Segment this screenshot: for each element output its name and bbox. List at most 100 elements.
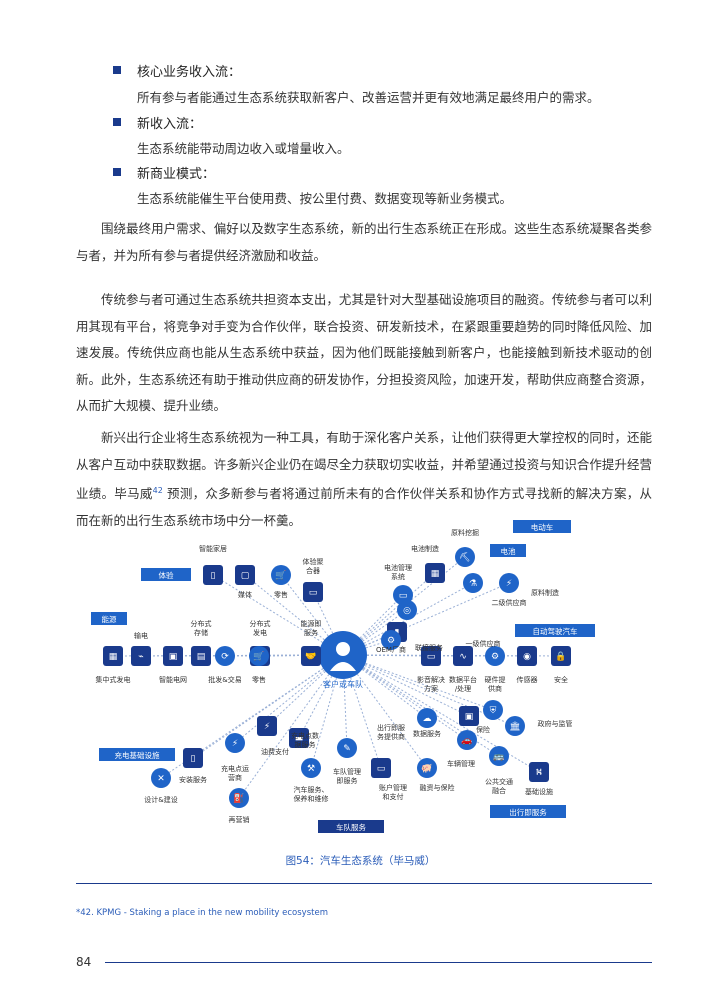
smart-grid-icon [163,646,183,666]
raw-mfg-glyph: ⚗ [469,579,477,589]
para-text: 预测，众多新参与者将通过前所未有的合作伙伴关系和协作方式寻找新的解决方案，从而在… [76,486,652,528]
exp-aggregator-label: 体验聚合器 [303,557,324,575]
battery-mfg-glyph: ▦ [431,569,440,579]
sensors-label: 传感器 [517,675,538,684]
fleet-mgmt-glyph: ✎ [343,744,351,754]
group-tag-energy [91,612,127,625]
maas-provider-icon [417,708,437,728]
central-gen-label: 集中式发电 [96,675,131,684]
exp-aggregator-glyph: ▭ [309,588,318,598]
design-build-label: 设计&建设 [144,795,177,804]
transit-icon [489,746,509,766]
tier2-icon [499,573,519,593]
figure-caption: 图54：汽车生态系统（毕马威） [285,855,436,867]
raw-mfg-icon [463,573,483,593]
car-service-icon [301,758,321,778]
design-build-glyph: ✕ [157,774,165,784]
finance-glyph: 🐖 [421,763,432,774]
retail-energy-icon [249,646,269,666]
raw-mining-glyph: ⛏ [459,552,470,563]
group-tag-charging [99,748,175,761]
page-number: 84 [76,955,92,969]
person-icon [330,662,356,671]
car-service-label: 汽车服务、保养和维修 [294,785,329,803]
sensors-glyph: ◉ [523,652,531,662]
audio-label: 影音解决方案 [417,675,445,693]
charging-data-glyph: ⚡ [264,722,270,732]
central-gen-icon [103,646,123,666]
energy-service-icon [301,646,321,666]
gov-icon [505,716,525,736]
data-service-glyph: ▣ [465,712,474,722]
fleet-mgmt-icon [337,738,357,758]
security-label: 安全 [554,675,568,684]
charge-op-icon [225,733,245,753]
bullet-title: 新收入流： [137,117,203,132]
insurance-glyph: ⛨ [490,706,497,716]
ecosystem-diagram: ▭▦⛏⚗⚡◎▮⚙▯▢🛒▭▤▥🤝▦⌁▣⟳🛒▭∿⚙◉🔒⚡▬⚡▯✕⛽✎⚒☁▣⛨🏛🚗▭🐖… [91,520,595,833]
group-tag-mobility-label: 出行即服务 [509,807,547,817]
transit-label: 公共交通融合 [485,777,513,795]
group-tag-energy-label: 能源 [102,614,117,624]
infra-icon [529,762,549,782]
bullet-title: 核心业务收入流： [137,65,242,80]
retail-energy-label: 零售 [252,675,266,684]
divider [76,883,652,884]
fuel-pay-glyph: ▬ [295,734,304,744]
para-text: 新兴出行企业将生态系统视为一种工具，有助于深化客户关系，让他们获得更大掌控权的同… [76,430,652,502]
group-tag-autonomous-label: 自动驾驶汽车 [533,626,578,636]
group-tag-battery [490,544,526,557]
maas-provider-label: 出行即服务提供商 [377,723,405,741]
retail-energy-glyph: 🛒 [253,650,264,662]
battery-mfg-label: 电池制造 [411,544,439,553]
account-label: 账户管理和支付 [379,783,407,801]
install-icon [183,748,203,768]
infra-label: 基础设施 [525,787,553,796]
tier1-label: 一级供应商 [466,639,501,648]
tier2-label: 二级供应商 [492,598,527,607]
dist-storage-icon [191,646,211,666]
insurance-icon [483,700,503,720]
resale-glyph: ⛽ [233,792,244,804]
car-service-glyph: ⚒ [307,764,315,774]
charging-data-label: 充电点数据服务 [291,731,319,749]
group-tag-experience-label: 体验 [159,570,174,580]
security-icon [551,646,571,666]
charge-op-glyph: ⚡ [232,739,238,749]
data-platform-label: 数据平台/处理 [449,675,477,693]
oem-label: OEM厂商 [376,645,406,654]
fleet-manage-label: 车辆管理 [447,759,475,768]
center-label: 客户或车队 [323,679,363,689]
hardware-label: 硬件提供商 [485,675,506,693]
bullet-square [113,66,121,74]
central-gen-glyph: ▦ [109,652,118,662]
wholesale-label: 批发&交易 [208,675,241,684]
fleet-manage-icon [457,730,477,750]
person-icon [336,642,350,656]
data-platform-glyph: ∿ [459,652,467,662]
bullet-text: 生态系统能催生平台使用费、按公里付费、数据变现等新业务模式。 [137,191,513,206]
group-tag-fleet-label: 车队服务 [336,822,366,832]
battery-mgmt-glyph: ▭ [399,591,408,601]
media-icon [235,565,255,585]
fleet-mgmt-label: 车队管理即服务 [333,767,361,785]
media-label: 媒体 [238,590,252,599]
data-platform-icon [453,646,473,666]
wholesale-glyph: ⟳ [221,652,229,662]
charging-data-icon [257,716,277,736]
fuel-pay-icon [289,728,309,748]
infra-glyph: ⛕ [536,768,543,778]
group-tag-autonomous [515,624,595,637]
dist-storage-glyph: ▤ [197,652,206,662]
fleet-manage-glyph: 🚗 [461,736,472,746]
tier1-icon [397,600,417,620]
resale-label: 再营销 [229,815,250,824]
smart-grid-glyph: ▣ [169,652,178,662]
body-paragraph: 围绕最终用户需求、偏好以及数字生态系统，新的出行生态系统正在形成。这些生态系统凝… [76,221,652,263]
group-tag-battery-label: 电池 [501,546,516,556]
dist-gen-label: 分布式发电 [250,619,271,637]
group-tag-mobility [490,805,566,818]
audio-glyph: ▭ [427,652,436,662]
footnote-ref[interactable]: 42 [152,486,163,495]
battery-mfg-icon [425,563,445,583]
